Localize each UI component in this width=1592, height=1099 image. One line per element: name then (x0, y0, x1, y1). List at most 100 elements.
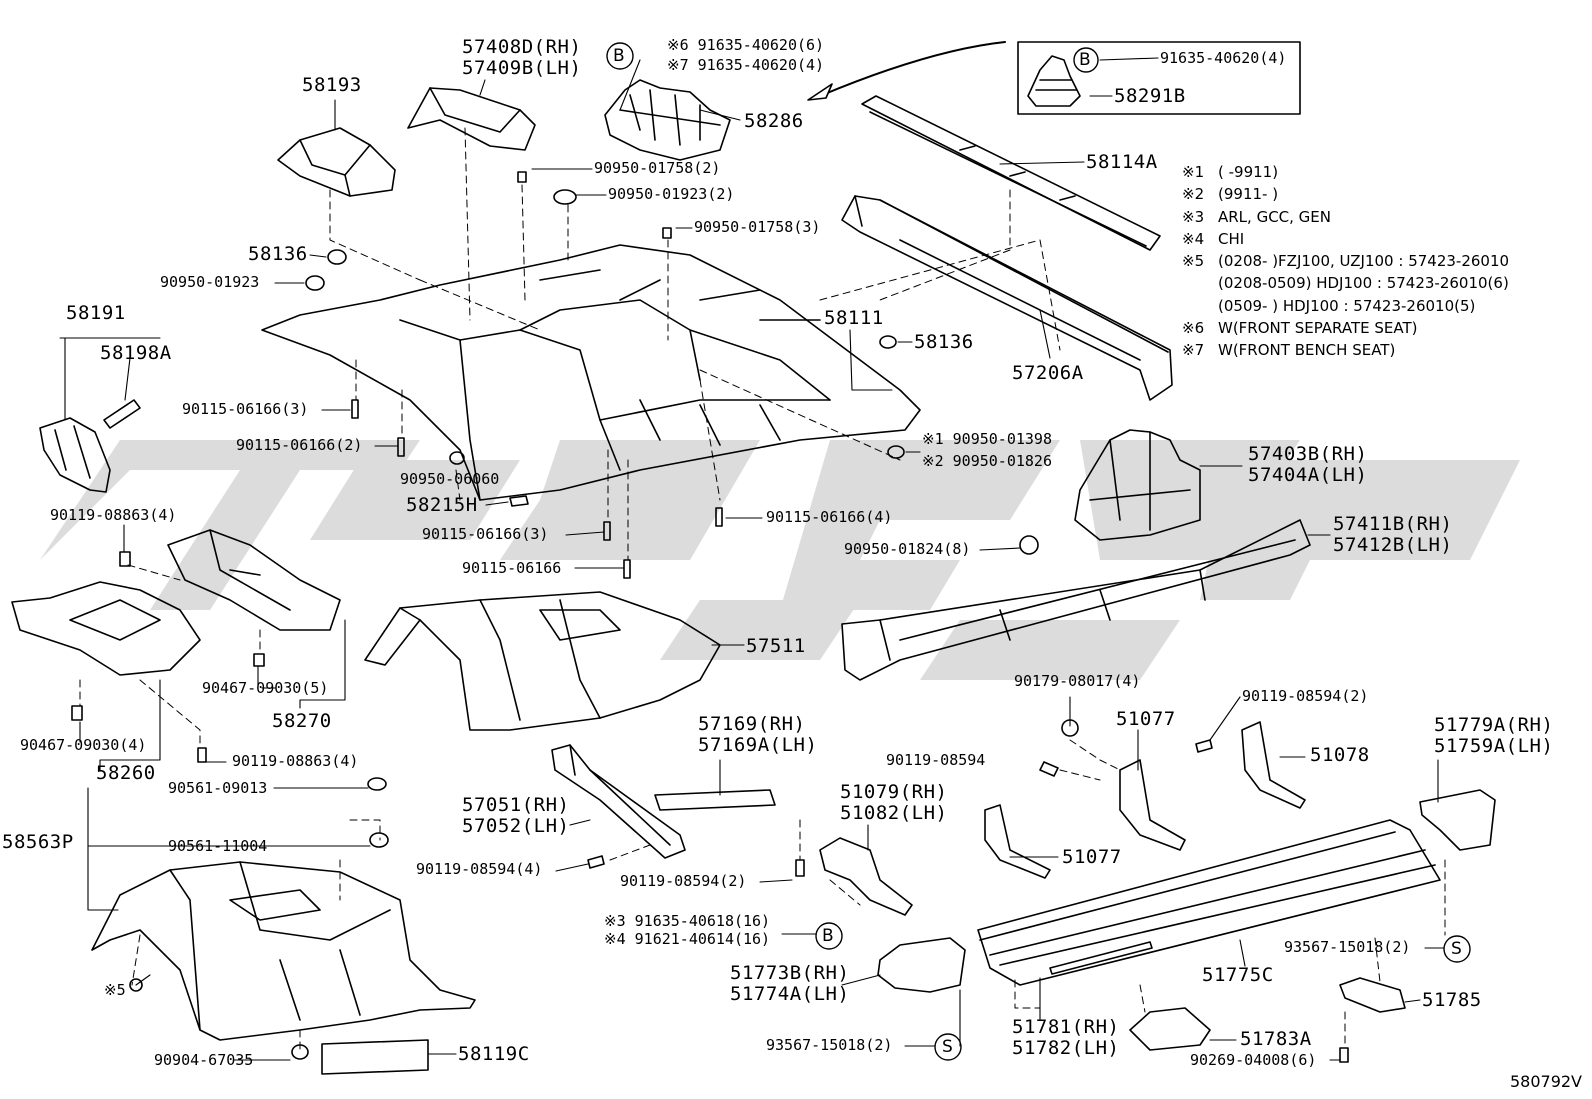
callout-93567-15018-bottom[interactable]: 93567-15018(2) (766, 1036, 893, 1054)
bracket-51077-shape (984, 721, 1306, 879)
fastener-symbols (71, 171, 1349, 1063)
floor-58563p-shape (91, 861, 476, 1041)
callout-58136-right[interactable]: 58136 (914, 331, 974, 353)
note-line: (0509- ) HDJ100 : 57423-26010(5) (1182, 297, 1509, 319)
note-text: W(FRONT SEPARATE SEAT) (1218, 319, 1418, 338)
sensor-58198a-shape (103, 399, 141, 429)
callout-93567-15018-right[interactable]: 93567-15018(2) (1284, 938, 1411, 956)
callout-58215h[interactable]: 58215H (406, 494, 478, 516)
callout-91635-40620-6[interactable]: ※6 91635-40620(6) (667, 36, 825, 54)
callout-58291b[interactable]: 58291B (1114, 85, 1186, 107)
callout-58260[interactable]: 58260 (96, 762, 156, 784)
callout-90119-08594-4[interactable]: 90119-08594(4) (416, 860, 543, 878)
callout-57206a[interactable]: 57206A (1012, 362, 1084, 384)
callout-51077-bottom[interactable]: 51077 (1062, 846, 1122, 868)
callout-51082[interactable]: 51082(LH) (840, 802, 948, 824)
callout-51759a[interactable]: 51759A(LH) (1434, 735, 1554, 757)
callout-57404a[interactable]: 57404A(LH) (1248, 464, 1368, 486)
marker-b-bottom: B (822, 926, 834, 946)
callout-51785[interactable]: 51785 (1422, 989, 1482, 1011)
inset-arrow (819, 41, 1006, 97)
callout-58191[interactable]: 58191 (66, 302, 126, 324)
note-text: W(FRONT BENCH SEAT) (1218, 341, 1396, 360)
callout-51078[interactable]: 51078 (1310, 744, 1370, 766)
note-mark: ※6 (1182, 319, 1205, 338)
callout-57412b[interactable]: 57412B(LH) (1333, 534, 1453, 556)
callout-51783a[interactable]: 51783A (1240, 1028, 1312, 1050)
circle-markers (606, 42, 1471, 1061)
callout-90950-01824[interactable]: 90950-01824(8) (844, 540, 971, 558)
callout-90904-67035[interactable]: 90904-67035 (154, 1051, 254, 1069)
callout-58119c[interactable]: 58119C (458, 1043, 530, 1065)
callout-51079[interactable]: 51079(RH) (840, 781, 948, 803)
callout-90950-01923-2[interactable]: 90950-01923(2) (608, 185, 735, 203)
callout-57409b[interactable]: 57409B(LH) (462, 57, 582, 79)
callout-51773b[interactable]: 51773B(RH) (730, 962, 850, 984)
callout-90950-01758-2[interactable]: 90950-01758(2) (594, 159, 721, 177)
callout-90950-01758-3[interactable]: 90950-01758(3) (694, 218, 821, 236)
callout-90119-08594[interactable]: 90119-08594 (886, 751, 986, 769)
callout-90179-08017[interactable]: 90179-08017(4) (1014, 672, 1141, 690)
callout-90950-06060[interactable]: 90950-06060 (400, 470, 500, 488)
bracket-51785-shape (1339, 977, 1406, 1013)
callout-57511[interactable]: 57511 (746, 635, 806, 657)
callout-58114a[interactable]: 58114A (1086, 151, 1158, 173)
note-text: (9911- ) (1218, 185, 1279, 204)
callout-58270[interactable]: 58270 (272, 710, 332, 732)
callout-57051[interactable]: 57051(RH) (462, 794, 570, 816)
callout-90950-01398[interactable]: ※1 90950-01398 (922, 430, 1052, 448)
callout-51781[interactable]: 51781(RH) (1012, 1016, 1120, 1038)
callout-58286[interactable]: 58286 (744, 110, 804, 132)
callout-90950-01826[interactable]: ※2 90950-01826 (922, 452, 1052, 470)
callout-57403b[interactable]: 57403B(RH) (1248, 443, 1368, 465)
callout-90115-06166-3-top[interactable]: 90115-06166(3) (182, 400, 309, 418)
callout-90269-04008[interactable]: 90269-04008(6) (1190, 1051, 1317, 1069)
callout-58198a[interactable]: 58198A (100, 342, 172, 364)
note-line: ※2(9911- ) (1182, 185, 1509, 207)
callout-51779a[interactable]: 51779A(RH) (1434, 714, 1554, 736)
callout-90467-09030-4[interactable]: 90467-09030(4) (20, 736, 147, 754)
callout-91635-40620-4[interactable]: ※7 91635-40620(4) (667, 56, 825, 74)
bracket-58191-shape (39, 417, 111, 493)
callout-91621-40614[interactable]: ※4 91621-40614(16) (604, 930, 771, 948)
note-line: ※1( -9911) (1182, 163, 1509, 185)
callout-57408d[interactable]: 57408D(RH) (462, 36, 582, 58)
bracket-51079-shape (819, 837, 913, 916)
callout-90950-01923[interactable]: 90950-01923 (160, 273, 260, 291)
callout-57169a[interactable]: 57169A(LH) (698, 734, 818, 756)
callout-90561-11004[interactable]: 90561-11004 (168, 837, 268, 855)
callout-91635-40618[interactable]: ※3 91635-40618(16) (604, 912, 771, 930)
callout-90115-06166[interactable]: 90115-06166 (462, 559, 562, 577)
note-mark: ※3 (1182, 207, 1205, 226)
callout-57411b[interactable]: 57411B(RH) (1333, 513, 1453, 535)
note-line: ※6 W(FRONT SEPARATE SEAT) (1182, 319, 1509, 341)
callout-90467-09030-5[interactable]: 90467-09030(5) (202, 679, 329, 697)
callout-90115-06166-2[interactable]: 90115-06166(2) (236, 436, 363, 454)
crossmember-57206a-shape (841, 195, 1173, 401)
shift-boot-58291b-shape (1027, 55, 1081, 107)
callout-57169[interactable]: 57169(RH) (698, 713, 806, 735)
callout-58136-left[interactable]: 58136 (248, 243, 308, 265)
callout-58563p[interactable]: 58563P (2, 831, 74, 853)
bracket-57403b-shape (1074, 429, 1201, 541)
marker-b-top: B (613, 46, 625, 66)
callout-51775c[interactable]: 51775C (1202, 964, 1274, 986)
callout-58193[interactable]: 58193 (302, 74, 362, 96)
callout-58111[interactable]: 58111 (824, 307, 884, 329)
callout-57052[interactable]: 57052(LH) (462, 815, 570, 837)
callout-90115-06166-4[interactable]: 90115-06166(4) (766, 508, 893, 526)
callout-90119-08863-4-bottom[interactable]: 90119-08863(4) (232, 752, 359, 770)
callout-90119-08594-2-mid[interactable]: 90119-08594(2) (620, 872, 747, 890)
callout-90119-08863-4-top[interactable]: 90119-08863(4) (50, 506, 177, 524)
callout-91635-40620-inset[interactable]: 91635-40620(4) (1160, 49, 1287, 67)
note-mark: ※7 (1182, 341, 1205, 360)
callout-51782[interactable]: 51782(LH) (1012, 1037, 1120, 1059)
callout-90561-09013[interactable]: 90561-09013 (168, 779, 268, 797)
callout-51077-top[interactable]: 51077 (1116, 708, 1176, 730)
callout-90119-08594-2-right[interactable]: 90119-08594(2) (1242, 687, 1369, 705)
callout-90115-06166-3-mid[interactable]: 90115-06166(3) (422, 525, 549, 543)
callout-note-5[interactable]: ※5 (104, 981, 126, 999)
callout-51774a[interactable]: 51774A(LH) (730, 983, 850, 1005)
